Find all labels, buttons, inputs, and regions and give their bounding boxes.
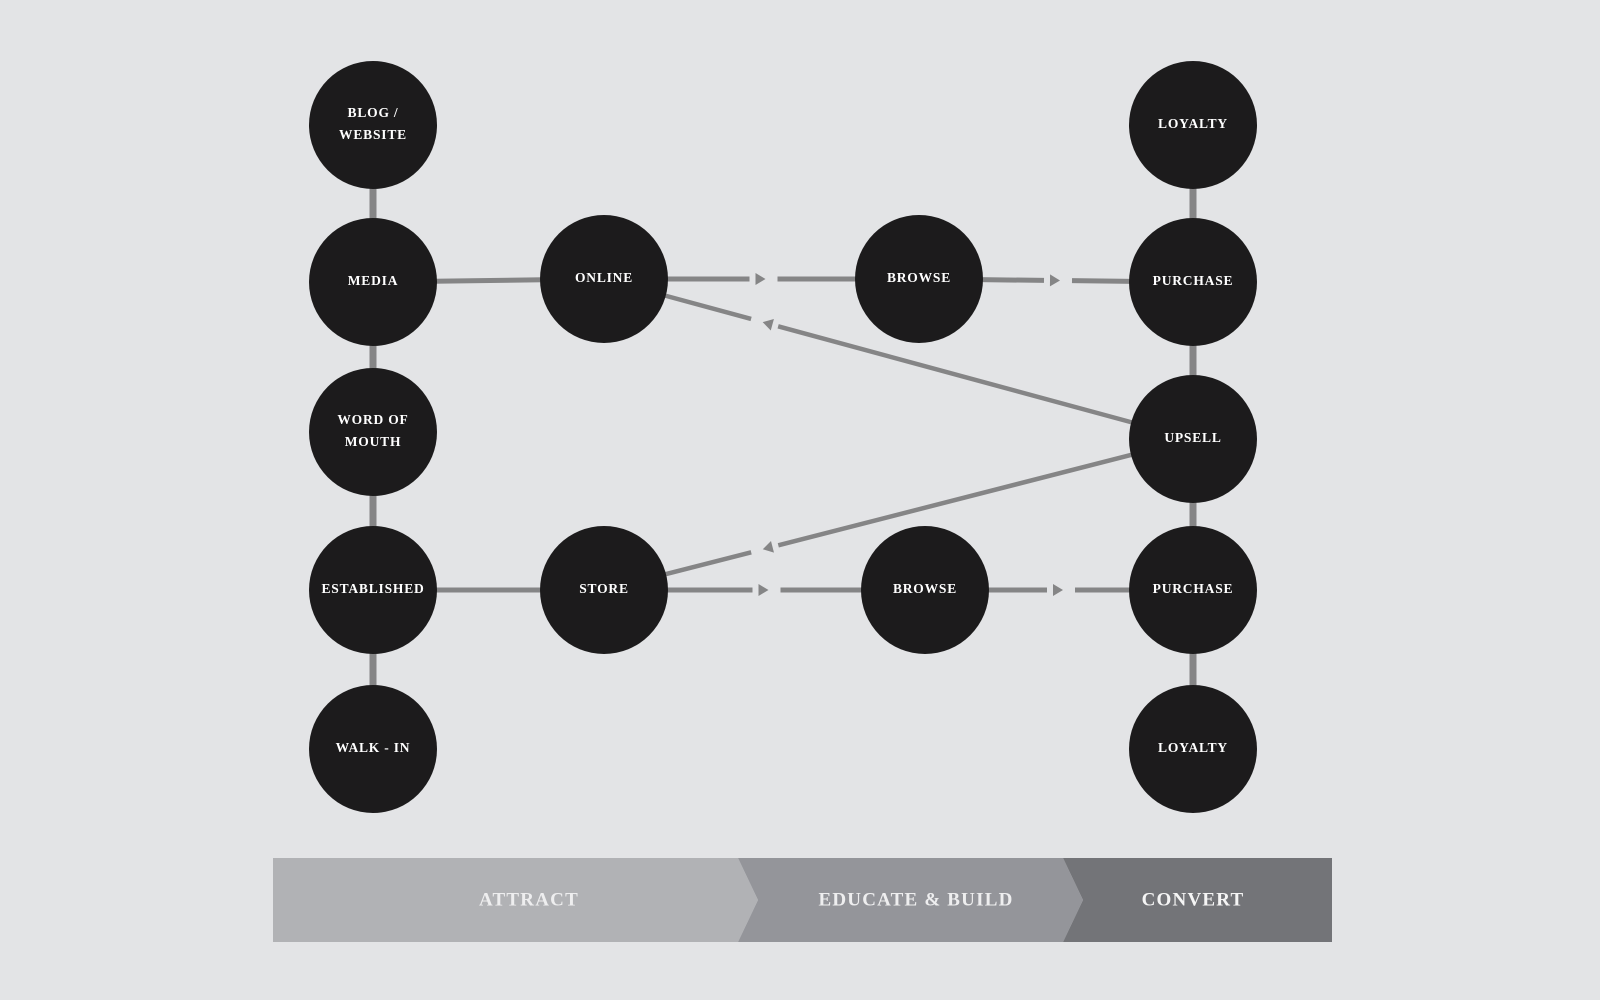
node-label: WORD OF bbox=[337, 412, 408, 427]
node-circle bbox=[1129, 61, 1257, 189]
connector-line bbox=[662, 292, 752, 322]
stage-banner: ATTRACT EDUCATE & BUILD CONVERT bbox=[273, 858, 1332, 942]
connector-line bbox=[1071, 278, 1133, 284]
node-label: MEDIA bbox=[348, 273, 399, 288]
connector-line bbox=[662, 550, 752, 578]
connector-upsell-online bbox=[662, 292, 1135, 426]
node-media: MEDIA bbox=[309, 218, 437, 346]
node-purchase2: PURCHASE bbox=[1129, 526, 1257, 654]
node-browse1: BROWSE bbox=[855, 215, 983, 343]
arrowhead-icon bbox=[1049, 274, 1060, 287]
node-circle bbox=[1129, 375, 1257, 503]
node-label: STORE bbox=[579, 581, 629, 596]
connector-line bbox=[433, 277, 544, 284]
node-circle bbox=[540, 526, 668, 654]
node-circle bbox=[1129, 685, 1257, 813]
node-store: STORE bbox=[540, 526, 668, 654]
node-circle bbox=[1129, 218, 1257, 346]
node-label: UPSELL bbox=[1164, 430, 1221, 445]
connector-line bbox=[777, 324, 1135, 426]
connectors-layer bbox=[369, 186, 1197, 688]
node-label: PURCHASE bbox=[1153, 581, 1234, 596]
node-label: LOYALTY bbox=[1158, 740, 1228, 755]
node-label: MOUTH bbox=[345, 434, 402, 449]
node-circle bbox=[1129, 526, 1257, 654]
node-circle bbox=[540, 215, 668, 343]
stage-convert-label: CONVERT bbox=[1142, 889, 1245, 910]
node-circle bbox=[309, 368, 437, 496]
node-circle bbox=[861, 526, 989, 654]
node-label: WALK - IN bbox=[336, 740, 411, 755]
stage-attract-label: ATTRACT bbox=[479, 889, 579, 910]
connector-store-browse2 bbox=[665, 584, 864, 596]
connector-media-online bbox=[433, 277, 544, 284]
node-circle bbox=[855, 215, 983, 343]
node-label: WEBSITE bbox=[339, 127, 407, 142]
node-label: PURCHASE bbox=[1153, 273, 1234, 288]
arrowhead-icon bbox=[758, 584, 769, 596]
node-circle bbox=[309, 61, 437, 189]
node-circle bbox=[309, 685, 437, 813]
node-label: BLOG / bbox=[348, 105, 399, 120]
stage-educate-band bbox=[738, 858, 1083, 942]
node-wom: WORD OF MOUTH bbox=[309, 368, 437, 496]
node-label: LOYALTY bbox=[1158, 116, 1228, 131]
node-circle bbox=[309, 526, 437, 654]
node-browse2: BROWSE bbox=[861, 526, 989, 654]
connector-browse2-purchase2 bbox=[986, 584, 1132, 596]
node-loyalty1: LOYALTY bbox=[1129, 61, 1257, 189]
node-established: ESTABLISHED bbox=[309, 526, 437, 654]
arrowhead-icon bbox=[762, 540, 774, 553]
arrowhead-icon bbox=[1053, 584, 1063, 596]
node-purchase1: PURCHASE bbox=[1129, 218, 1257, 346]
node-label: ESTABLISHED bbox=[321, 581, 424, 596]
connector-line bbox=[777, 451, 1135, 548]
node-loyalty2: LOYALTY bbox=[1129, 685, 1257, 813]
node-online: ONLINE bbox=[540, 215, 668, 343]
stage-convert-band bbox=[1063, 858, 1332, 942]
stage-attract-band bbox=[273, 858, 758, 942]
node-walkin: WALK - IN bbox=[309, 685, 437, 813]
connector-browse1-purchase1 bbox=[979, 274, 1133, 287]
node-label: ONLINE bbox=[575, 270, 633, 285]
node-upsell: UPSELL bbox=[1129, 375, 1257, 503]
stage-educate-label: EDUCATE & BUILD bbox=[818, 889, 1013, 910]
connector-upsell-store bbox=[662, 451, 1135, 578]
node-circle bbox=[309, 218, 437, 346]
node-blog: BLOG / WEBSITE bbox=[309, 61, 437, 189]
node-label: BROWSE bbox=[893, 581, 957, 596]
arrowhead-icon bbox=[762, 318, 774, 331]
connector-line bbox=[979, 277, 1045, 283]
node-label: BROWSE bbox=[887, 270, 951, 285]
arrowhead-icon bbox=[755, 273, 766, 285]
nodes-layer: BLOG / WEBSITE MEDIA WORD OF MOUTH ESTABLISHE… bbox=[309, 61, 1257, 813]
connector-online-browse1 bbox=[665, 273, 858, 285]
